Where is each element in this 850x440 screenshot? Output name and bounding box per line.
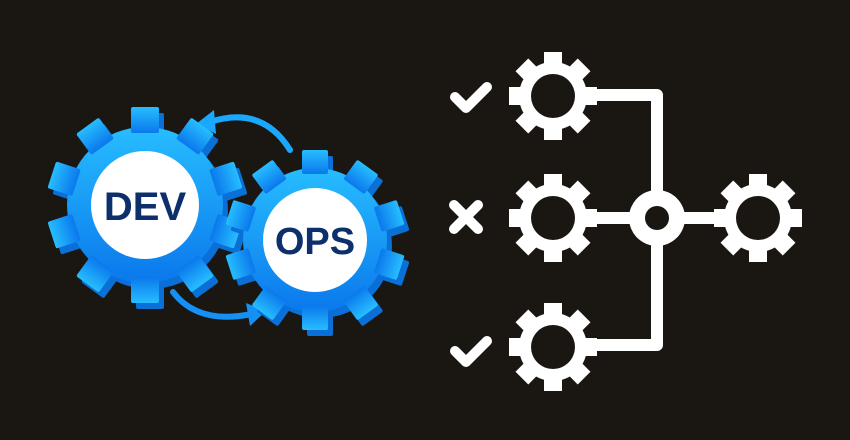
input-gear-1 [509,52,597,140]
arrow-ops-to-dev-icon [196,110,293,153]
dev-label: DEV [104,185,187,229]
dev-gear: DEV [47,107,248,309]
ops-gear-center [263,188,367,292]
check-icon [450,336,492,367]
check-icon [450,82,492,113]
input-gear-2 [509,174,597,262]
arrow-dev-to-ops-icon [170,289,266,326]
dev-gear-center [91,151,199,259]
cross-icon [449,200,483,234]
ops-gear: OPS [225,150,410,336]
merge-node [629,190,685,246]
input-gear-3 [509,303,597,391]
output-gear [714,174,802,262]
ops-label: OPS [275,221,355,263]
